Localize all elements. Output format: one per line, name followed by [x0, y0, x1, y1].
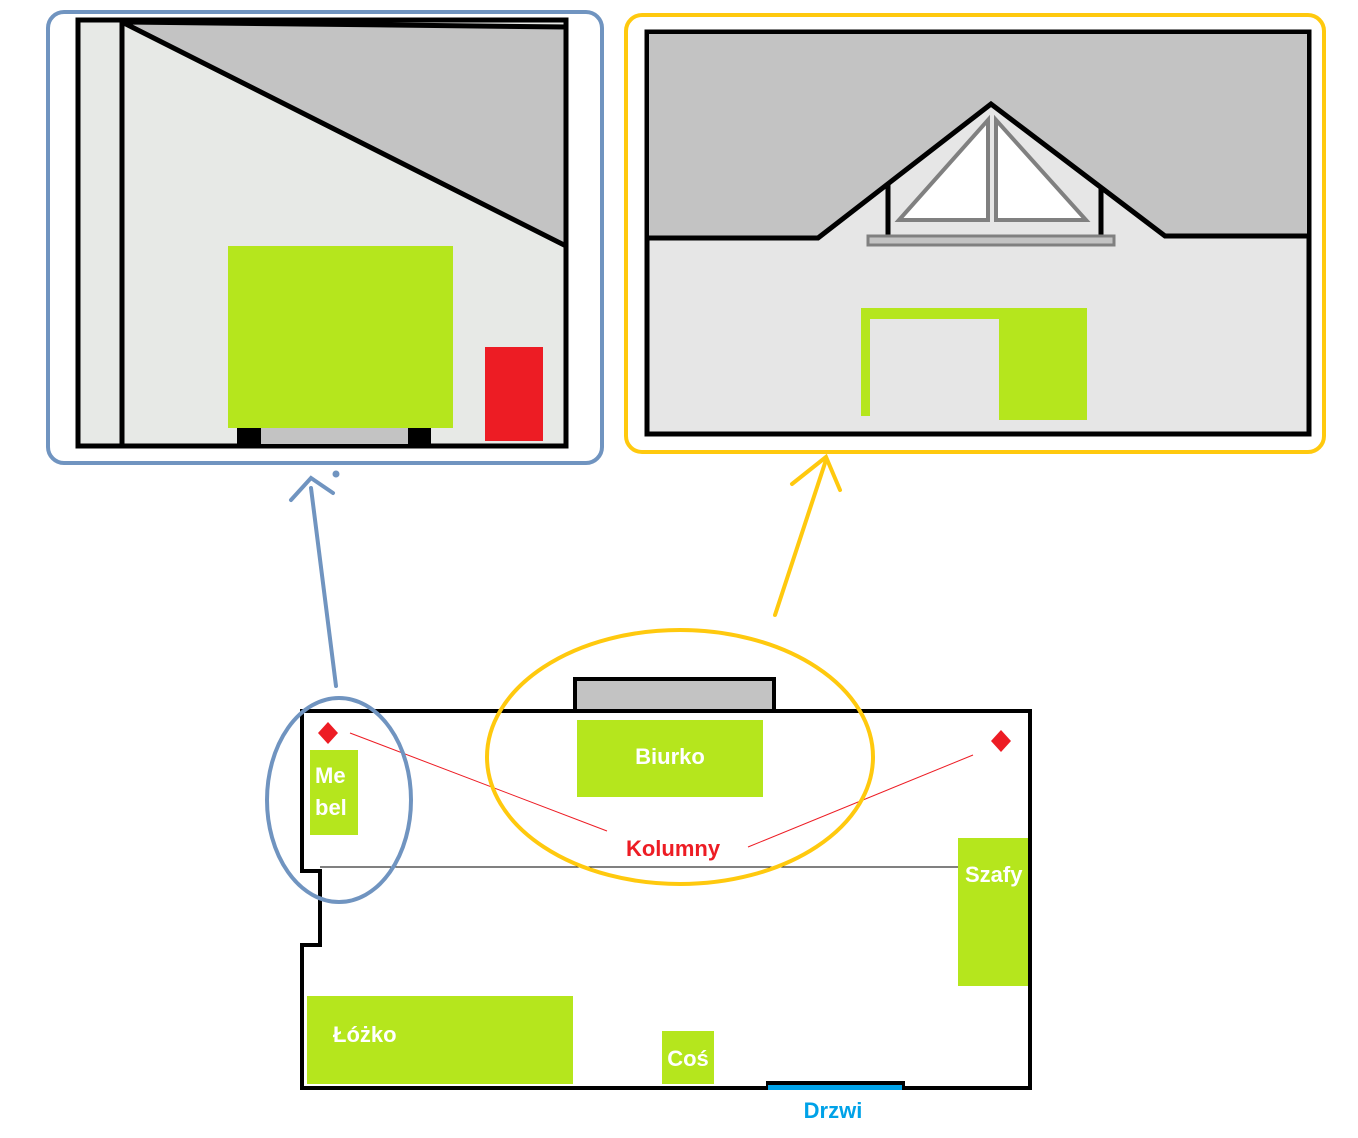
- mebel-label-line1: Me: [315, 763, 346, 788]
- window-pane-left: [894, 114, 990, 222]
- cos: Coś: [662, 1031, 714, 1084]
- cos-label: Coś: [667, 1046, 709, 1071]
- biurko: Biurko: [577, 720, 763, 797]
- lozko: Łóżko: [307, 996, 573, 1084]
- speakers: Kolumny: [318, 722, 1011, 861]
- right-view-ceiling: [649, 34, 1307, 238]
- left-view-furniture: [228, 246, 453, 428]
- yellow-highlight-ellipse: [485, 628, 875, 886]
- left-view-sloped-ceiling: [120, 19, 569, 251]
- left-view-frame: [46, 10, 604, 465]
- left-side-view: [46, 10, 604, 465]
- window-sill: [866, 234, 1116, 247]
- mebel: Me bel: [310, 750, 358, 835]
- left-view-leg-left: [237, 428, 261, 444]
- door-label: Drzwi: [804, 1098, 863, 1123]
- kolumny-label: Kolumny: [626, 836, 721, 861]
- left-view-furniture-base: [261, 428, 409, 444]
- window-pane-right: [994, 114, 1091, 222]
- window-niche: [573, 677, 776, 713]
- speaker-right-marker: [991, 730, 1011, 752]
- floor-plan: Me bel Biurko Szafy Łóżko Coś Drzwi: [265, 628, 1032, 1123]
- szafy: Szafy: [958, 838, 1028, 986]
- speaker-left-marker: [318, 722, 338, 744]
- right-front-view: [624, 13, 1326, 454]
- door: Drzwi: [766, 1081, 905, 1123]
- right-view-roofline: [648, 100, 1307, 241]
- right-view-frame: [624, 13, 1326, 454]
- blue-highlight-ellipse: [265, 696, 413, 904]
- lozko-label: Łóżko: [333, 1022, 397, 1047]
- left-view-leg-right: [408, 428, 431, 444]
- szafy-label: Szafy: [965, 862, 1023, 887]
- biurko-label: Biurko: [635, 744, 705, 769]
- room-outline: [300, 709, 1032, 1090]
- yellow-arrow: [773, 453, 842, 617]
- mebel-label-line2: bel: [315, 795, 347, 820]
- right-view-desk: [861, 308, 1087, 420]
- blue-arrow: [289, 470, 340, 688]
- left-view-speaker: [485, 347, 543, 441]
